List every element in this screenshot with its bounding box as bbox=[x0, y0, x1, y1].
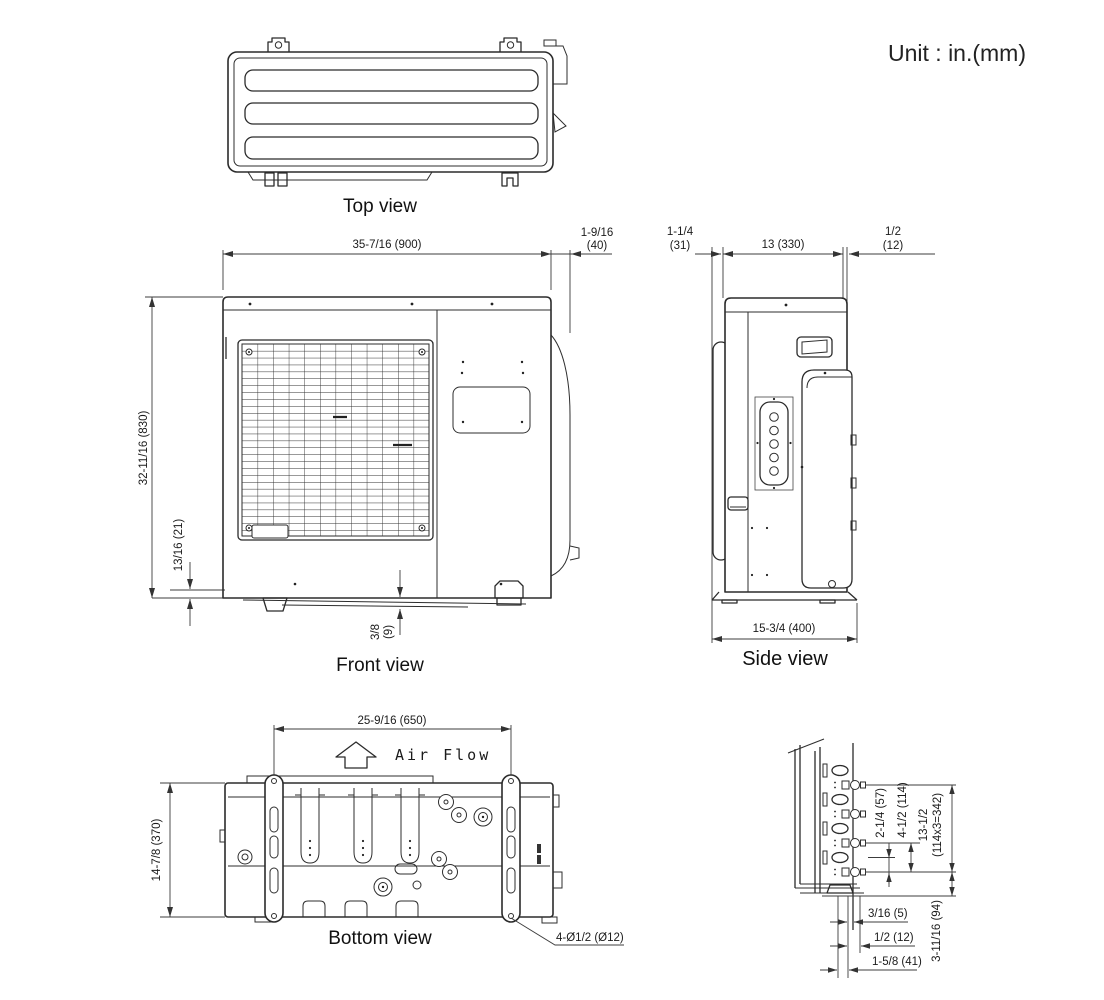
service-valves bbox=[834, 780, 866, 877]
dim-detail-41: 1-5/8 (41) bbox=[872, 956, 922, 968]
pipe-ports-detail bbox=[822, 763, 849, 865]
side-view-label: Side view bbox=[742, 648, 828, 670]
dim-front-base-height: 13/16 (21) bbox=[173, 519, 185, 572]
dim-bottom-holes: 4-Ø1/2 (Ø12) bbox=[556, 932, 624, 944]
dim-front-width: 35-7/16 (900) bbox=[352, 239, 421, 251]
dim-side-base-depth: 15-3/4 (400) bbox=[753, 623, 816, 635]
top-view-drawing bbox=[227, 37, 568, 187]
panel-screws bbox=[460, 360, 525, 424]
bottom-dim-pitch-x: 25-9/16 (650) bbox=[273, 715, 512, 778]
dim-bottom-pitch-y: 14-7/8 (370) bbox=[151, 819, 163, 882]
bottom-holes-callout: 4-Ø1/2 (Ø12) bbox=[510, 917, 624, 946]
dim-front-offset-mm: (40) bbox=[587, 240, 608, 252]
front-view-body bbox=[222, 296, 580, 612]
unit-note: Unit : in.(mm) bbox=[888, 40, 1026, 66]
knockout-cutouts bbox=[394, 794, 467, 880]
front-view-drawing: 35-7/16 (900) 1-9/16 (40) 32-11/16 (830)… bbox=[138, 227, 614, 640]
dim-detail-342b: (114x3=342) bbox=[932, 793, 944, 857]
detail-bottom-dims: 3/16 (5) 1/2 (12) 1-5/8 (41) bbox=[820, 896, 922, 978]
drain-holes bbox=[237, 807, 493, 897]
front-dim-plate: 3/8 (9) bbox=[370, 570, 404, 640]
pipe-detail-drawing: 2-1/4 (57) 4-1/2 (114) 13-1/2 (114x3=342… bbox=[787, 738, 956, 978]
dim-side-depth: 13 (330) bbox=[762, 239, 805, 251]
dim-side-front: 1/2 bbox=[885, 226, 901, 238]
dim-bottom-pitch-x: 25-9/16 (650) bbox=[357, 715, 426, 727]
dim-detail-114: 4-1/2 (114) bbox=[897, 782, 909, 838]
side-dim-top: 1-1/4 (31) 13 (330) 1/2 (12) bbox=[667, 226, 935, 643]
dim-front-height: 32-11/16 (830) bbox=[138, 411, 150, 486]
dim-side-back-mm: (31) bbox=[670, 240, 691, 252]
top-view-label: Top view bbox=[343, 196, 417, 217]
airflow-arrow-icon bbox=[335, 741, 377, 769]
dim-detail-57: 2-1/4 (57) bbox=[875, 788, 887, 838]
side-view-body bbox=[711, 297, 858, 604]
bottom-view-drawing: 25-9/16 (650) Air Flow 14-7/8 (370) bbox=[151, 715, 624, 946]
dim-front-offset: 1-9/16 bbox=[581, 227, 614, 239]
dim-detail-5: 3/16 (5) bbox=[868, 908, 908, 920]
dim-detail-342a: 13-1/2 bbox=[918, 809, 930, 842]
drain-channels bbox=[295, 788, 425, 864]
top-view-body bbox=[227, 37, 568, 187]
front-dim-width: 35-7/16 (900) 1-9/16 (40) bbox=[222, 227, 614, 333]
bottom-view-label: Bottom view bbox=[328, 928, 432, 949]
dim-detail-12: 1/2 (12) bbox=[874, 932, 914, 944]
detail-body bbox=[787, 738, 866, 930]
dim-front-plate: 3/8 bbox=[370, 624, 382, 640]
dim-side-back: 1-1/4 bbox=[667, 226, 694, 238]
bottom-dim-pitch-y: 14-7/8 (370) bbox=[151, 782, 225, 918]
dim-detail-94: 3-11/16 (94) bbox=[931, 900, 943, 962]
dim-front-plate-mm: (9) bbox=[383, 625, 395, 639]
front-dim-height: 32-11/16 (830) 13/16 (21) bbox=[138, 296, 225, 626]
airflow-annotation: Air Flow bbox=[335, 741, 491, 769]
side-view-drawing: 1-1/4 (31) 13 (330) 1/2 (12) bbox=[667, 226, 935, 643]
dim-side-front-mm: (12) bbox=[883, 240, 904, 252]
pipe-ports bbox=[756, 397, 792, 490]
grille-screws bbox=[245, 348, 426, 532]
front-view-label: Front view bbox=[336, 655, 424, 676]
detail-dims: 2-1/4 (57) 4-1/2 (114) 13-1/2 (114x3=342… bbox=[822, 782, 956, 962]
bottom-view-body bbox=[219, 774, 563, 924]
airflow-label: Air Flow bbox=[395, 746, 491, 764]
side-dim-bottom: 15-3/4 (400) bbox=[712, 603, 858, 643]
